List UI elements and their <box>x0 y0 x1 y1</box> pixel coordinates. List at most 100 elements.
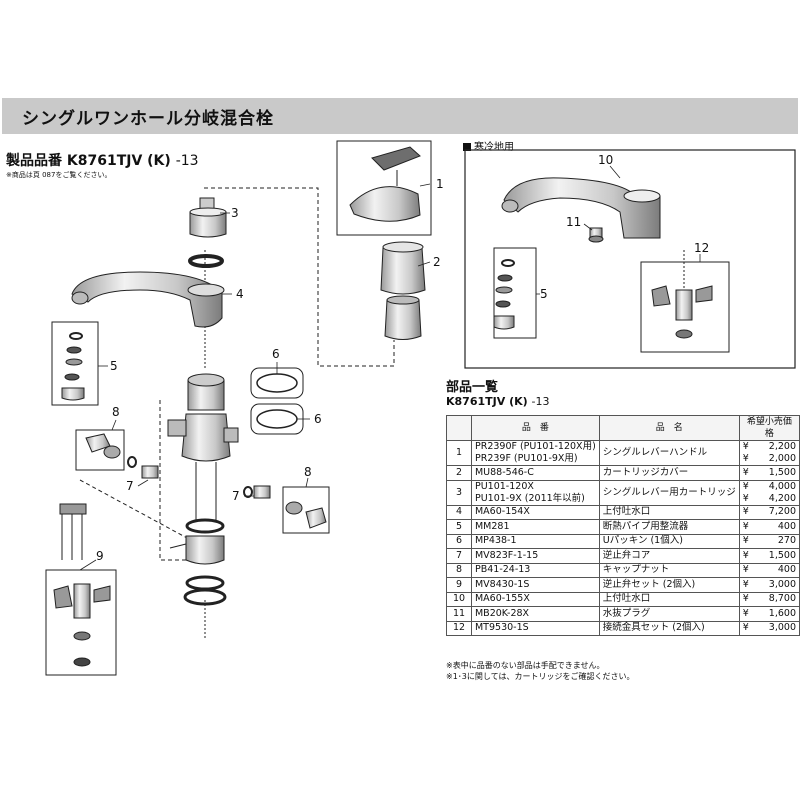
yen-sign: ¥ <box>742 593 749 605</box>
part-code-line: MB20K-28X <box>474 607 530 619</box>
footnote-2: ※1･3に関しては、カートリッジをご確認ください。 <box>446 672 635 681</box>
part-no: 11 <box>446 606 472 622</box>
part-code-line: MA60-154X <box>474 506 530 518</box>
price-line: ¥3,000 <box>743 579 796 591</box>
lever-handle-part <box>349 146 421 222</box>
yen-sign: ¥ <box>742 564 749 576</box>
u-packing-part-bottom <box>256 409 298 429</box>
product-label: 製品品番 <box>6 153 62 169</box>
price-amount: 1,500 <box>768 549 796 561</box>
part-code: MB20K-28X <box>470 606 600 622</box>
part-code-line: MP438-1 <box>474 535 517 547</box>
parts-list-title: 部品一覧 <box>446 380 499 395</box>
yen-sign: ¥ <box>742 607 749 619</box>
callout-2: 2 <box>433 255 441 269</box>
part-name: 断熱パイプ用整流器 <box>598 519 740 535</box>
part-code-line: PU101-120X <box>474 480 534 492</box>
part-code-line: MV823F-1-15 <box>474 549 539 561</box>
title-bar <box>2 98 798 134</box>
spout-part <box>71 271 225 328</box>
part-code-line: MT9530-1S <box>474 622 529 634</box>
part-no: 9 <box>446 577 472 593</box>
part-code: MU88-546-C <box>470 465 600 481</box>
yen-sign: ¥ <box>742 492 749 504</box>
part-code-line: MV8430-1S <box>474 578 530 590</box>
part-code-line: MU88-546-C <box>474 466 534 478</box>
callout-6a: 6 <box>272 347 280 361</box>
col-code: 品 番 <box>470 415 600 441</box>
part-no: 5 <box>446 519 472 535</box>
yen-sign: ¥ <box>742 622 749 634</box>
square-bullet-icon <box>463 143 471 151</box>
part-name: Uパッキン (1個入) <box>598 533 740 549</box>
part-name: シングルレバーハンドル <box>598 440 740 466</box>
price-amount: 1,600 <box>768 607 796 619</box>
col-name: 品 名 <box>598 415 740 441</box>
part-name: 上付吐水口 <box>598 591 740 607</box>
part-code: MA60-155X <box>470 591 600 607</box>
product-note: ※商品は頁 087をご覧ください。 <box>6 171 112 179</box>
price-line: ¥4,000 <box>743 481 796 493</box>
part-price: ¥1,600 <box>738 606 801 622</box>
part-code: PB41-24-13 <box>470 562 600 578</box>
part-no: 6 <box>446 533 472 549</box>
price-line: ¥400 <box>743 521 796 533</box>
price-amount: 3,000 <box>768 622 796 634</box>
cap-nut-box-left <box>75 429 125 471</box>
yen-sign: ¥ <box>742 506 749 518</box>
part-price: ¥3,000 <box>738 620 801 636</box>
packing-box-bottom <box>250 403 304 435</box>
part-code: MT9530-1S <box>470 620 600 636</box>
price-amount: 2,200 <box>768 441 796 452</box>
callout-11: 11 <box>566 215 581 229</box>
price-line: ¥7,200 <box>743 506 796 518</box>
part-code-line: PB41-24-13 <box>474 564 531 576</box>
part-code-line: MM281 <box>474 520 510 532</box>
part-name: キャップナット <box>598 562 740 578</box>
part-code: MA60-154X <box>470 504 600 520</box>
part-name: 逆止弁セット (2個入) <box>598 577 740 593</box>
part-name: 上付吐水口 <box>598 504 740 520</box>
parts-model-code: K8761TJV (K) <box>446 395 528 408</box>
part-name: 逆止弁コア <box>598 548 740 564</box>
callout-3: 3 <box>231 206 239 220</box>
price-amount: 2,000 <box>768 453 796 464</box>
callout-8b: 8 <box>304 465 312 479</box>
col-price: 希望小売価格 <box>738 415 801 441</box>
page-title: シングルワンホール分岐混合栓 <box>22 109 274 129</box>
price-line: ¥8,700 <box>743 593 796 605</box>
callout-10: 10 <box>598 153 613 167</box>
part-no: 3 <box>446 479 472 506</box>
callout-6b: 6 <box>314 412 322 426</box>
price-amount: 7,200 <box>768 506 796 518</box>
price-amount: 4,200 <box>768 492 796 504</box>
yen-sign: ¥ <box>742 441 749 452</box>
price-amount: 400 <box>777 520 796 532</box>
price-amount: 4,000 <box>768 480 796 492</box>
cold-region-heading: 寒冷地用 <box>463 138 514 153</box>
callout-7b: 7 <box>232 489 240 503</box>
part-code-line: PU101-9X (2011年以前) <box>474 492 585 504</box>
aerator-inset-box-cold <box>493 247 537 339</box>
product-model: 製品品番 K8761TJV (K) -13 <box>6 150 199 170</box>
part-code-line: PR239F (PU101-9X用) <box>474 453 578 464</box>
cap-nut-part <box>85 433 327 529</box>
price-line: ¥4,200 <box>743 493 796 505</box>
price-line: ¥400 <box>743 564 796 576</box>
price-amount: 3,000 <box>768 578 796 590</box>
part-price: ¥4,000¥4,200 <box>738 479 801 506</box>
part-price: ¥400 <box>738 519 801 535</box>
callout-7a: 7 <box>126 479 134 493</box>
price-line: ¥1,600 <box>743 608 796 620</box>
part-code-line: PR2390F (PU101-120X用) <box>474 441 596 452</box>
part-code-line: MA60-155X <box>474 593 530 605</box>
